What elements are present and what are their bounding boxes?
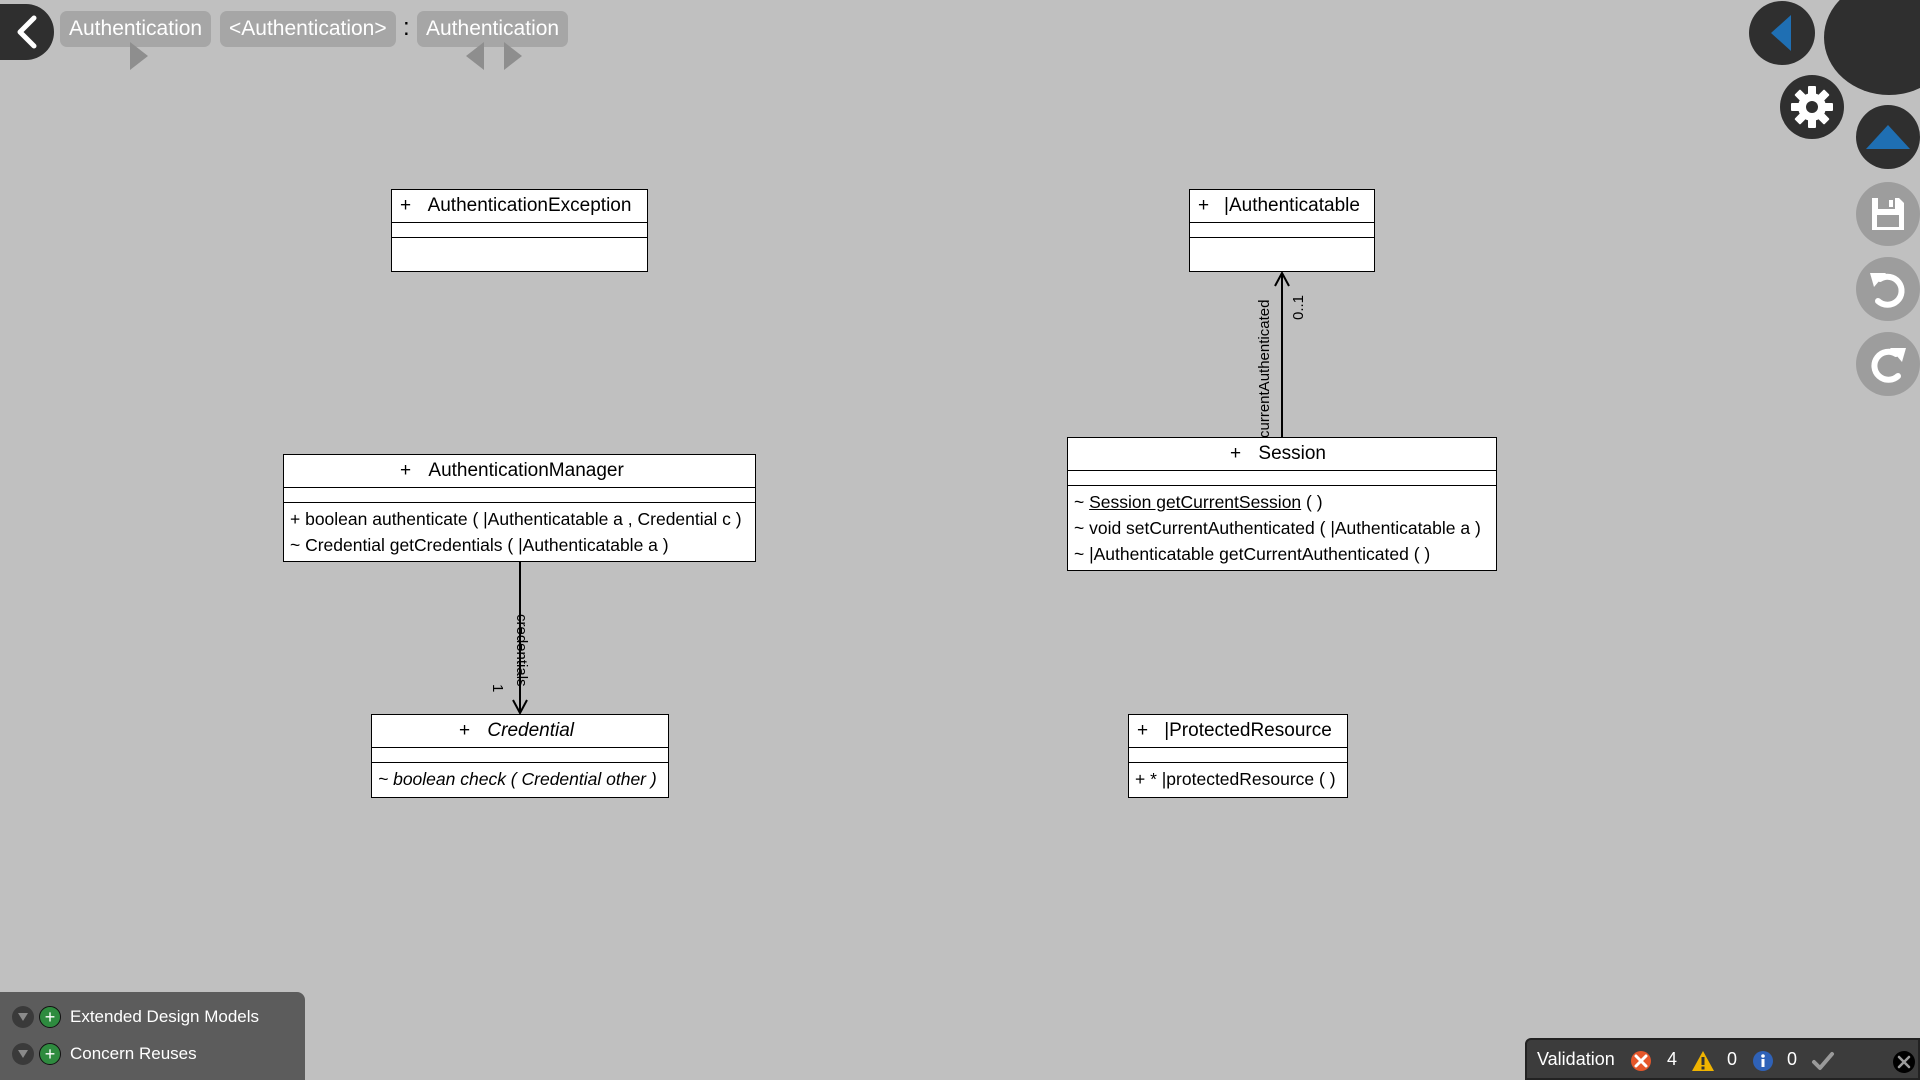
- breadcrumb-previous-icon[interactable]: [466, 42, 484, 70]
- plus-icon: +: [44, 1007, 56, 1027]
- association-role-credentials: credentials: [513, 614, 530, 687]
- breadcrumb-separator: :: [403, 14, 410, 41]
- class-name[interactable]: AuthenticationManager: [428, 460, 624, 481]
- chevron-down-icon: [18, 1050, 28, 1058]
- redo-button[interactable]: [1856, 332, 1920, 396]
- class-attributes-compartment: [1068, 471, 1496, 486]
- operation-check[interactable]: ~ boolean check ( Credential other ): [378, 769, 657, 789]
- add-concern-reuse-button[interactable]: +: [39, 1043, 61, 1065]
- class-visibility: +: [1230, 443, 1242, 464]
- class-header: + AuthenticationManager: [284, 455, 755, 488]
- class-attributes-compartment: [392, 223, 647, 238]
- class-header: + AuthenticationException: [392, 190, 647, 223]
- class-operations-compartment: + boolean authenticate ( |Authenticatabl…: [284, 503, 755, 561]
- class-credential[interactable]: + Credential ~ boolean check ( Credentia…: [371, 714, 669, 798]
- plus-icon: +: [44, 1044, 56, 1064]
- validation-bar[interactable]: Validation 4 0 0: [1525, 1038, 1920, 1080]
- add-extended-design-model-button[interactable]: +: [39, 1006, 61, 1028]
- class-operations-compartment: ~ boolean check ( Credential other ): [372, 763, 668, 795]
- class-header: + Credential: [372, 715, 668, 748]
- association-current-authenticated[interactable]: [1274, 270, 1290, 437]
- info-count: 0: [1787, 1049, 1798, 1069]
- breadcrumb-item-concern[interactable]: <Authentication>: [220, 11, 396, 47]
- class-attributes-compartment: [284, 488, 755, 503]
- class-iprotected-resource[interactable]: + |ProtectedResource + * |protectedResou…: [1128, 714, 1348, 798]
- association-credentials[interactable]: [512, 562, 528, 716]
- association-multiplicity-current-authenticated: 0..1: [1290, 294, 1307, 320]
- class-header: + |ProtectedResource: [1129, 715, 1347, 748]
- class-operations-compartment: + * |protectedResource ( ): [1129, 763, 1347, 795]
- breadcrumb-next-icon[interactable]: [504, 42, 522, 70]
- operation-protected-resource[interactable]: + * |protectedResource ( ): [1135, 769, 1336, 789]
- error-icon: [1631, 1051, 1651, 1071]
- collapse-concern-reuses-button[interactable]: [12, 1043, 34, 1065]
- extended-design-models-label: Extended Design Models: [70, 1007, 260, 1026]
- class-name[interactable]: AuthenticationException: [427, 195, 632, 216]
- back-arrow-icon: [17, 15, 37, 49]
- operation-get-current-session[interactable]: ~ Session getCurrentSession ( ): [1074, 489, 1490, 515]
- error-count: 4: [1667, 1049, 1678, 1069]
- back-button[interactable]: [0, 4, 54, 60]
- design-models-panel: + Extended Design Models + Concern Reuse…: [0, 992, 305, 1080]
- breadcrumb-expand-icon[interactable]: [130, 42, 148, 70]
- warning-icon: [1692, 1051, 1714, 1071]
- main-menu-button[interactable]: [1824, 0, 1920, 95]
- class-visibility: +: [400, 195, 412, 216]
- redo-icon: [1871, 348, 1906, 383]
- settings-button[interactable]: [1780, 75, 1844, 139]
- close-icon[interactable]: [1892, 1050, 1916, 1074]
- class-attributes-compartment: [372, 748, 668, 763]
- class-operations-compartment: ~ Session getCurrentSession ( ) ~ void s…: [1068, 486, 1496, 570]
- class-iauthenticatable[interactable]: + |Authenticatable: [1189, 189, 1375, 272]
- settings-gear-icon: [1791, 86, 1833, 128]
- checkmark-icon: [1812, 1052, 1834, 1070]
- operation-authenticate[interactable]: + boolean authenticate ( |Authenticatabl…: [290, 509, 742, 529]
- chevron-down-icon: [18, 1013, 28, 1021]
- class-name[interactable]: Session: [1258, 443, 1326, 464]
- class-name[interactable]: |Authenticatable: [1224, 195, 1360, 216]
- class-authentication-manager[interactable]: + AuthenticationManager + boolean authen…: [283, 454, 756, 562]
- concern-reuses-label: Concern Reuses: [70, 1044, 197, 1063]
- class-attributes-compartment: [1129, 748, 1347, 763]
- save-button[interactable]: [1856, 182, 1920, 246]
- class-visibility: +: [1137, 720, 1149, 741]
- undo-button[interactable]: [1856, 257, 1920, 321]
- undo-icon: [1870, 273, 1905, 308]
- operation-set-current-authenticated[interactable]: ~ void setCurrentAuthenticated ( |Authen…: [1074, 518, 1481, 538]
- class-visibility: +: [459, 720, 471, 741]
- association-multiplicity-credentials: 1: [489, 684, 506, 693]
- breadcrumb-item-current[interactable]: Authentication: [417, 11, 569, 47]
- operation-static-signature: Session getCurrentSession: [1089, 492, 1302, 512]
- class-attributes-compartment: [1190, 223, 1374, 238]
- class-name[interactable]: |ProtectedResource: [1164, 720, 1332, 741]
- collapse-sidebar-button[interactable]: [1749, 1, 1815, 65]
- association-role-current-authenticated: currentAuthenticated: [1256, 299, 1273, 438]
- class-visibility: +: [1198, 195, 1210, 216]
- warning-count: 0: [1727, 1049, 1738, 1069]
- validation-label: Validation: [1537, 1049, 1615, 1069]
- save-icon: [1872, 198, 1904, 230]
- class-visibility: +: [400, 460, 412, 481]
- collapse-extended-design-models-button[interactable]: [12, 1006, 34, 1028]
- info-icon: [1753, 1051, 1773, 1071]
- move-up-icon: [1866, 125, 1910, 149]
- operation-get-current-authenticated[interactable]: ~ |Authenticatable getCurrentAuthenticat…: [1074, 544, 1431, 564]
- class-header: + Session: [1068, 438, 1496, 471]
- operation-params: ( ): [1301, 492, 1323, 512]
- concern-reuses-row: + Concern Reuses: [12, 1039, 197, 1069]
- move-up-button[interactable]: [1856, 105, 1920, 169]
- class-authentication-exception[interactable]: + AuthenticationException: [391, 189, 648, 272]
- class-header: + |Authenticatable: [1190, 190, 1374, 223]
- class-name[interactable]: Credential: [487, 720, 574, 741]
- class-session[interactable]: + Session ~ Session getCurrentSession ( …: [1067, 437, 1497, 571]
- extended-design-models-row: + Extended Design Models: [12, 1002, 259, 1032]
- operation-get-credentials[interactable]: ~ Credential getCredentials ( |Authentic…: [290, 535, 669, 555]
- breadcrumb-item-model[interactable]: Authentication: [60, 11, 212, 47]
- operation-prefix: ~: [1074, 492, 1090, 512]
- collapse-sidebar-icon: [1771, 15, 1791, 51]
